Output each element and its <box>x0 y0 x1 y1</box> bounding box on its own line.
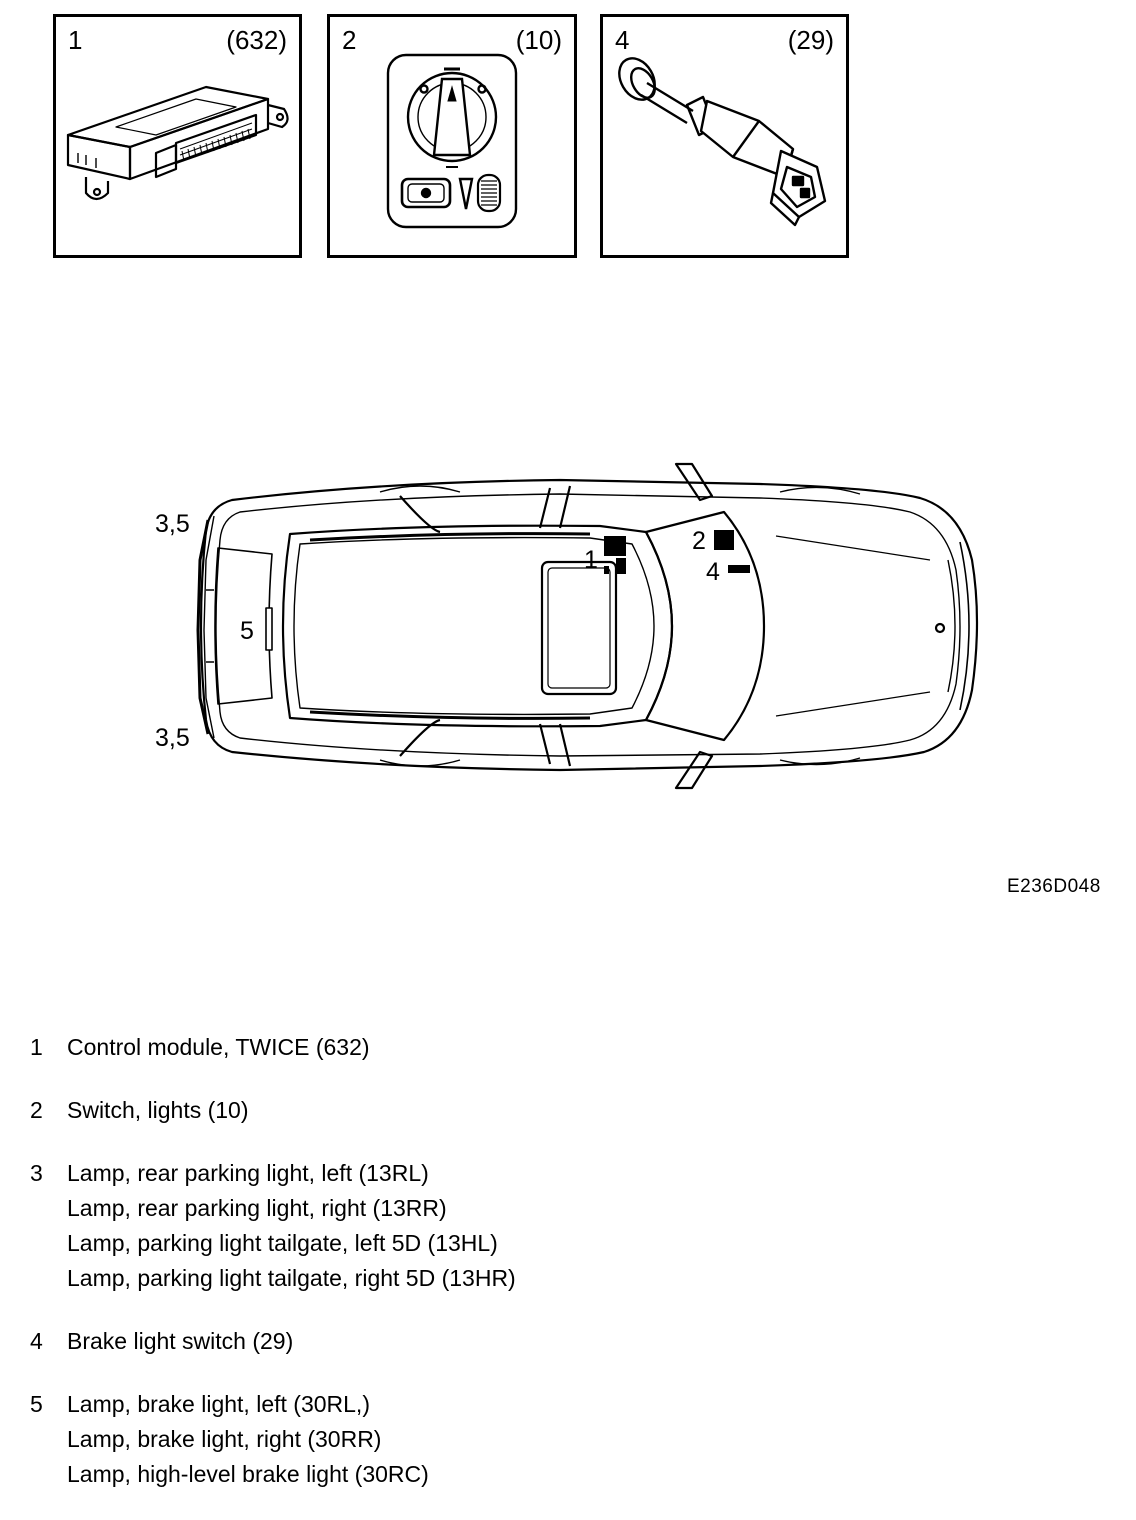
brake-light-switch-icon <box>618 57 827 227</box>
callout-rear-lamps-bottom: 3,5 <box>155 724 190 752</box>
panel-number: 2 <box>342 25 357 55</box>
legend-line: Brake light switch (29) <box>67 1328 294 1354</box>
legend-number: 1 <box>30 1034 43 1060</box>
callout-light-switch: 2 <box>692 527 706 555</box>
component-legend: 1 Control module, TWICE (632) 2 Switch, … <box>30 1030 1110 1520</box>
component-panel-brake-light-switch: 4 (29) <box>600 14 849 258</box>
panel-code: (10) <box>515 25 562 55</box>
brake-switch-marker <box>728 565 750 573</box>
legend-line: Control module, TWICE (632) <box>67 1034 370 1060</box>
legend-item: 5 Lamp, brake light, left (30RL,) Lamp, … <box>30 1387 1110 1492</box>
module-marker <box>604 536 626 556</box>
legend-line: Lamp, parking light tailgate, left 5D (1… <box>67 1230 498 1256</box>
legend-item: 1 Control module, TWICE (632) <box>30 1030 1110 1065</box>
legend-line: Lamp, brake light, left (30RL,) <box>67 1391 370 1417</box>
legend-line: Lamp, parking light tailgate, right 5D (… <box>67 1265 516 1291</box>
panel-number: 4 <box>615 25 630 55</box>
light-switch-icon <box>386 53 518 229</box>
legend-item: 2 Switch, lights (10) <box>30 1093 1110 1128</box>
legend-number: 5 <box>30 1391 43 1417</box>
legend-line: Lamp, brake light, right (30RR) <box>67 1426 382 1452</box>
panel-code: (632) <box>226 25 287 55</box>
legend-line: Lamp, high-level brake light (30RC) <box>67 1461 429 1487</box>
callout-control-module: 1 <box>584 546 598 574</box>
callout-rear-lamps-top: 3,5 <box>155 510 190 538</box>
panel-number: 1 <box>68 25 83 55</box>
component-panel-control-module: 1 (632) <box>53 14 302 258</box>
figure-id: E236D048 <box>1007 876 1101 897</box>
legend-item: 4 Brake light switch (29) <box>30 1324 1110 1359</box>
legend-number: 4 <box>30 1328 43 1354</box>
switch-marker <box>714 530 734 550</box>
legend-number: 2 <box>30 1097 43 1123</box>
callout-high-level-brake: 5 <box>240 617 254 645</box>
panel-code: (29) <box>787 25 834 55</box>
legend-line: Lamp, rear parking light, left (13RL) <box>67 1160 429 1186</box>
legend-number: 3 <box>30 1160 43 1186</box>
legend-item: 3 Lamp, rear parking light, left (13RL) … <box>30 1156 1110 1296</box>
car-top-view-icon <box>196 462 979 790</box>
legend-line: Lamp, rear parking light, right (13RR) <box>67 1195 447 1221</box>
callout-brake-light-switch: 4 <box>706 558 720 586</box>
component-panel-light-switch: 2 (10) <box>327 14 577 258</box>
control-module-icon <box>66 85 289 201</box>
module-marker-secondary <box>616 558 626 574</box>
legend-line: Switch, lights (10) <box>67 1097 249 1123</box>
